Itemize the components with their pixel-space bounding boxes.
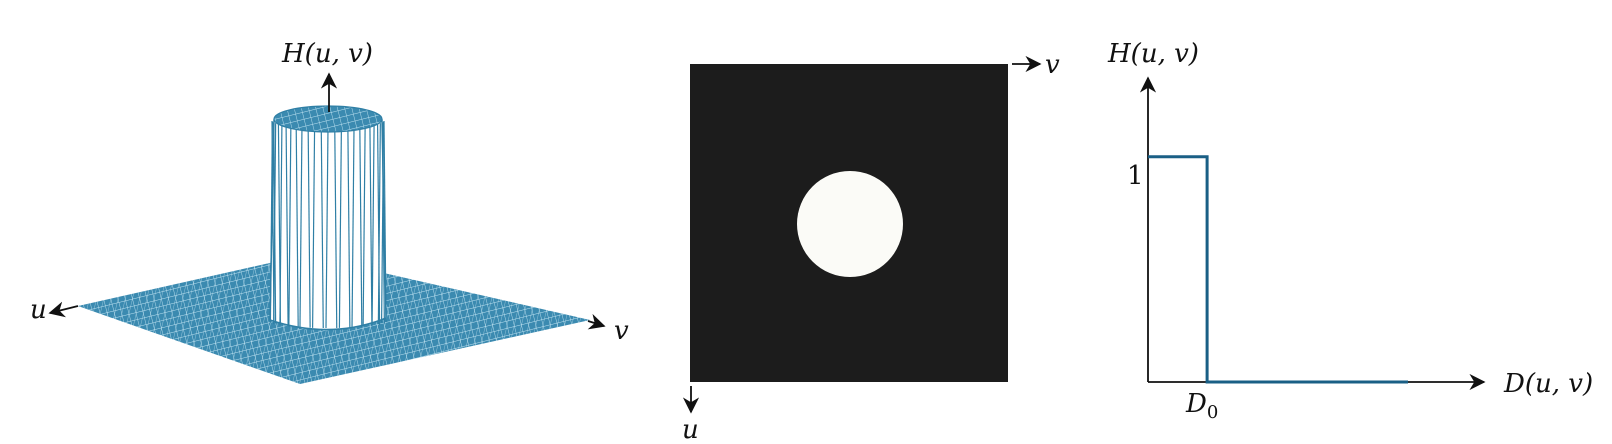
right-axis-label: v: [614, 316, 629, 346]
cylinder-stripe: [273, 123, 277, 325]
left-axis-label: u: [30, 295, 47, 325]
profile-x-axis-label: D(u, v): [1503, 369, 1593, 399]
y-tick-label: 1: [1127, 161, 1144, 191]
image-u-axis-label: u: [682, 415, 699, 444]
cylinder-stripe: [307, 126, 311, 328]
cylinder-stripe: [369, 124, 373, 326]
x-tick-label: D0: [1185, 389, 1218, 423]
x-tick-main: D: [1185, 389, 1207, 419]
x-tick-subscript: 0: [1207, 402, 1218, 423]
filter-image-panel: v u: [682, 50, 1060, 444]
cylinder-stripe: [351, 126, 355, 328]
radial-profile-chart: H(u, v) D(u, v) 1 D0: [1107, 39, 1593, 423]
image-v-axis-label: v: [1045, 50, 1060, 80]
cylinder-stripe: [371, 124, 375, 326]
cylinder-stripe: [299, 126, 303, 328]
cylinder-stripe: [279, 124, 283, 326]
cylinder-top: [273, 105, 383, 133]
cylinder-stripes: [269, 120, 387, 329]
v-axis-arrow: [587, 313, 606, 330]
cylinder-stripe: [325, 126, 329, 329]
response-curve: [1148, 155, 1408, 384]
vertical-axis-label: H(u, v): [281, 39, 373, 69]
cylinder-stripe: [338, 126, 343, 328]
cylinder: [269, 105, 387, 331]
cylinder-stripe: [320, 126, 324, 328]
profile-y-axis-label: H(u, v): [1107, 39, 1199, 69]
cylinder-stripe: [285, 124, 289, 326]
u-axis-arrow: [48, 301, 79, 318]
cylinder-stripe: [362, 125, 366, 327]
cylinder-stripe: [383, 120, 387, 323]
cylinder-stripe: [295, 125, 299, 327]
cylinder-stripe: [380, 121, 385, 323]
cylinder-stripe: [377, 123, 381, 325]
passband-disk: [797, 171, 903, 277]
cylinder-stripe: [311, 126, 316, 328]
cylinder-stripe: [347, 126, 351, 328]
surface-plot-3d: H(u, v) u v: [30, 39, 629, 384]
cylinder-stripe: [359, 125, 363, 327]
cylinder-stripe: [288, 125, 292, 327]
cylinder-stripe: [334, 126, 338, 328]
cylinder-stripe: [269, 121, 274, 323]
